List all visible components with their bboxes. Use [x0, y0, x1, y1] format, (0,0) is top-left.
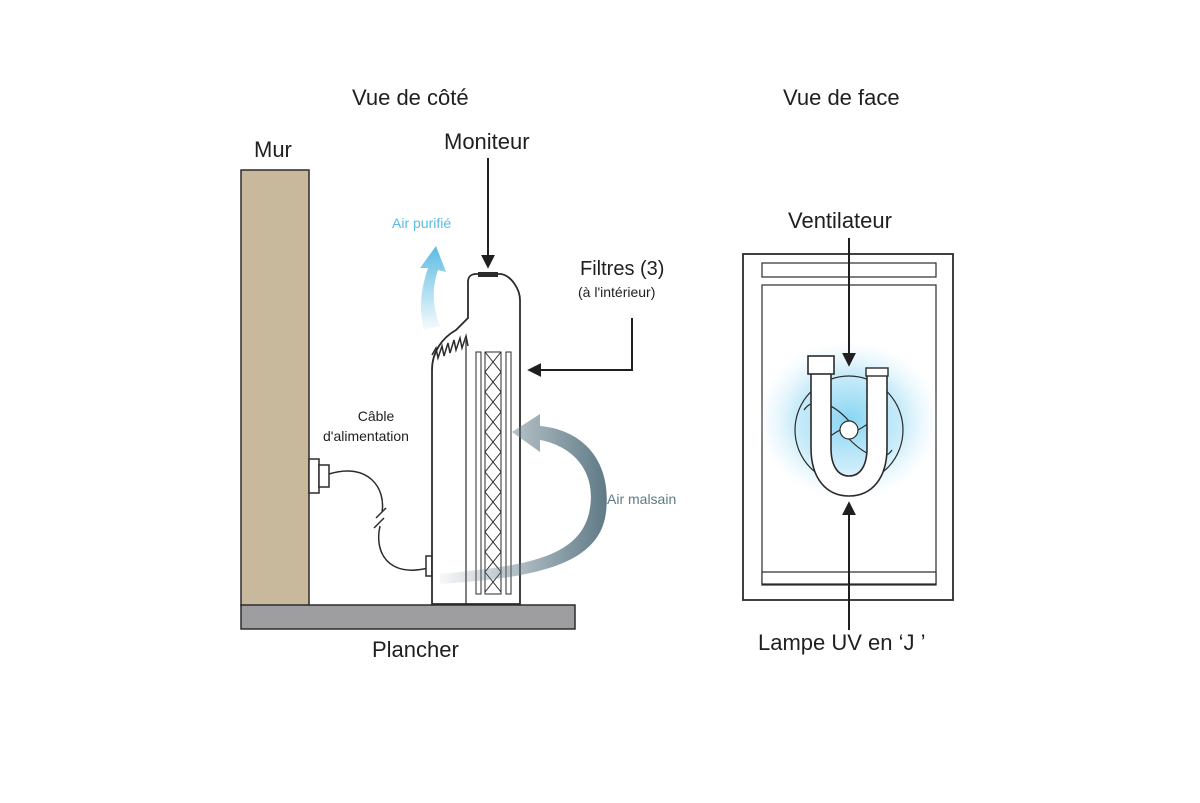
- filters-arrow: [527, 318, 633, 377]
- wall: [240, 169, 310, 607]
- floor: [240, 604, 576, 630]
- monitor-label: Moniteur: [444, 129, 530, 154]
- wall-label: Mur: [254, 137, 292, 162]
- purified-air-label: Air purifié: [392, 215, 452, 231]
- uv-lamp-cap: [865, 367, 889, 377]
- uv-glow: [757, 340, 941, 500]
- filters-label: Filtres (3): [580, 258, 665, 280]
- top-vent: [431, 333, 469, 361]
- power-cable-label-line1: Câble: [357, 408, 395, 424]
- floor-label: Plancher: [372, 637, 459, 662]
- monitor-side: [478, 272, 498, 277]
- uv-lamp-label: Lampe UV en ‘J ’: [758, 630, 926, 655]
- power-cable-label-line2: d'alimentation: [323, 428, 409, 444]
- purified-air-arrow: [420, 246, 446, 330]
- front-view-title: Vue de face: [783, 85, 900, 110]
- filters-sublabel: (à l'intérieur): [578, 284, 656, 300]
- power-cable: [328, 470, 429, 571]
- uv-lamp-socket: [807, 355, 835, 375]
- fan-label: Ventilateur: [788, 208, 892, 233]
- unhealthy-air-label: Air malsain: [607, 491, 677, 507]
- wall-outlet: [308, 458, 330, 494]
- side-view-title: Vue de côté: [352, 85, 469, 110]
- filters-side: [475, 351, 512, 595]
